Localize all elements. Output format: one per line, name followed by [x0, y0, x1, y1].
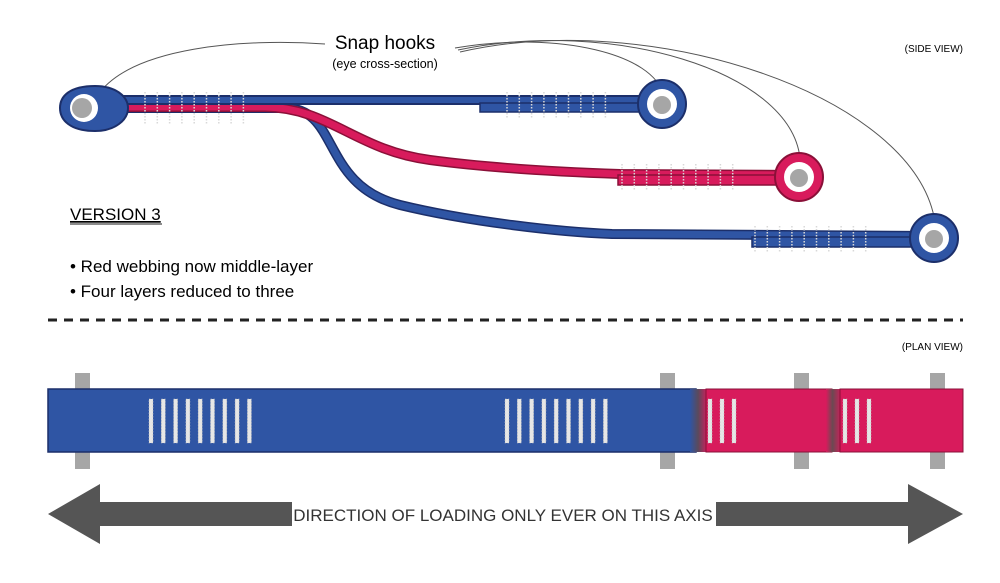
plan-stitch-bar — [842, 398, 848, 444]
plan-stitch-bar — [161, 398, 166, 444]
plan-stitch-bar — [247, 398, 252, 444]
plan-stitch-bar — [197, 398, 203, 444]
leader-line-lower-hook — [459, 40, 936, 223]
plan-stitch-bar — [504, 398, 510, 444]
plan-stitch-bar — [529, 398, 534, 444]
plan-stitch-bar — [854, 398, 860, 444]
left-hook-pin — [72, 98, 92, 118]
plan-stitch-bar — [553, 398, 559, 444]
plan-stitch-bar — [173, 398, 178, 444]
plan-stitch-bar — [210, 398, 215, 444]
top-right-hook-eye — [637, 79, 687, 129]
plan-red-webbing-1 — [705, 388, 833, 453]
leader-line-middle-hook — [457, 40, 801, 159]
version-heading: VERSION 3 — [70, 205, 161, 224]
side-view-stitching — [144, 92, 867, 252]
plan-stitch-bar — [603, 398, 608, 444]
plan-view-tag: (PLAN VIEW) — [902, 342, 963, 353]
plan-stitch-bar — [578, 398, 584, 444]
plan-stitch-bar — [516, 398, 522, 444]
blue-strap-top — [110, 97, 661, 103]
callout-subtitle: (eye cross-section) — [332, 57, 438, 71]
plan-stitch-bar — [590, 398, 596, 444]
plan-seam-blue-red — [690, 389, 708, 452]
arrow-left-head — [48, 484, 292, 544]
red-tail — [617, 174, 784, 186]
plan-stitch-bar — [719, 398, 725, 444]
plan-stitch-bar — [185, 398, 191, 444]
blue-tail-lower — [751, 236, 918, 248]
plan-stitch-bar — [731, 398, 737, 444]
plan-stitch-bar — [566, 398, 571, 444]
arrow-right-head — [716, 484, 963, 544]
plan-blue-webbing — [47, 388, 697, 453]
plan-stitch-bar — [222, 398, 228, 444]
plan-red-webbing-2 — [839, 388, 964, 453]
left-hook-eye — [58, 84, 130, 133]
plan-stitch-bar — [541, 398, 547, 444]
side-view-tag: (SIDE VIEW) — [905, 44, 963, 55]
plan-stitch-bar — [148, 398, 154, 444]
loading-direction-label: DIRECTION OF LOADING ONLY EVER ON THIS A… — [293, 506, 712, 525]
leader-line-top-right-hook — [454, 41, 664, 96]
plan-stitch-bar — [234, 398, 240, 444]
lower-hook-eye — [909, 213, 959, 263]
top-right-hook-pin — [653, 96, 671, 114]
middle-hook-pin — [790, 169, 808, 187]
plan-stitch-bar — [707, 398, 713, 444]
note-bullet-1: • Red webbing now middle-layer — [70, 257, 313, 276]
leader-line-left-hook — [99, 41, 326, 93]
plan-seam-red-red — [826, 389, 842, 452]
loading-direction-arrow — [48, 484, 963, 544]
callout-title: Snap hooks — [335, 33, 435, 54]
lower-hook-pin — [925, 230, 943, 248]
blue-tail-top — [479, 102, 646, 113]
red-strap — [112, 103, 801, 179]
plan-view-stitching — [148, 398, 872, 444]
note-bullet-2: • Four layers reduced to three — [70, 282, 294, 301]
middle-hook-eye — [774, 152, 824, 202]
plan-stitch-bar — [866, 398, 872, 444]
